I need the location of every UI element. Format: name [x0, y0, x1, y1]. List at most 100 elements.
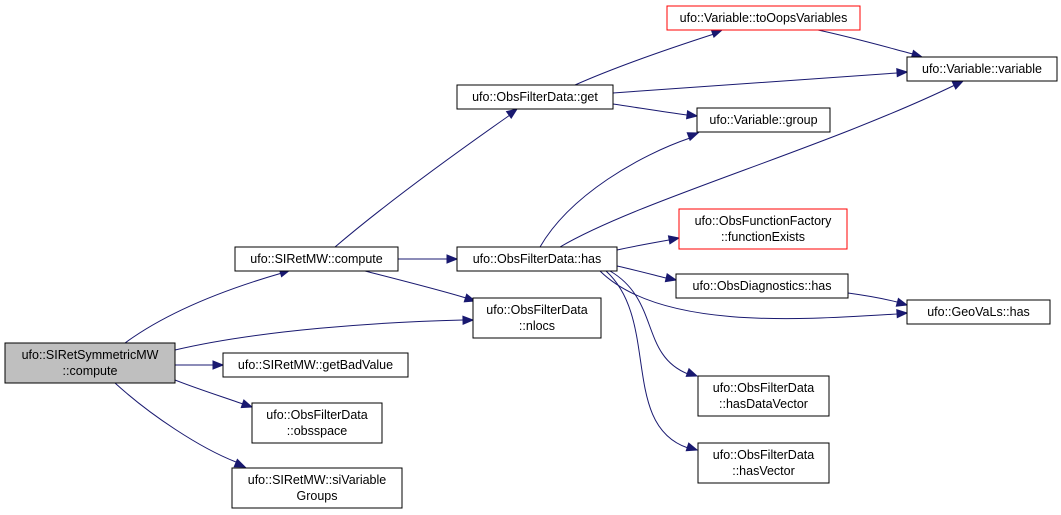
node-box[interactable] [251, 402, 383, 444]
node-box[interactable] [678, 208, 848, 250]
arrowhead-icon [233, 458, 247, 468]
edge-line [817, 29, 914, 55]
edge-root-to-nlocs [174, 315, 475, 351]
node-box[interactable] [456, 246, 618, 272]
node-label: ::obsspace [287, 424, 348, 438]
node-has[interactable]: ufo::ObsFilterData::has [456, 246, 618, 272]
edge-has-to-hasdv [609, 270, 699, 377]
node-hasvec[interactable]: ufo::ObsFilterData::hasVector [697, 442, 830, 484]
edge-root-to-getbad [175, 360, 225, 370]
node-geovals[interactable]: ufo::GeoVaLs::has [906, 299, 1051, 325]
node-box[interactable] [4, 342, 176, 384]
node-group[interactable]: ufo::Variable::group [696, 107, 831, 133]
arrowhead-icon [686, 132, 700, 142]
edge-get-to-group [612, 103, 699, 120]
edge-has-to-geovals [599, 270, 909, 320]
node-box[interactable] [697, 375, 830, 417]
node-diaghas[interactable]: ufo::ObsDiagnostics::has [675, 273, 849, 299]
edges-layer [114, 29, 965, 468]
arrowhead-icon [896, 308, 909, 319]
node-label: ufo::ObsFilterData [713, 381, 814, 395]
node-funcexists[interactable]: ufo::ObsFunctionFactory::functionExists [678, 208, 848, 250]
nodes-layer: ufo::SIRetSymmetricMW::computeufo::SIRet… [4, 5, 1058, 509]
edge-line [334, 114, 511, 248]
node-label: ::hasDataVector [719, 397, 808, 411]
edge-line [174, 319, 464, 351]
node-compute[interactable]: ufo::SIRetMW::compute [234, 246, 399, 272]
node-box[interactable] [906, 299, 1051, 325]
node-label: ufo::SIRetMW::compute [250, 252, 383, 266]
edge-get-to-tooops [574, 29, 724, 86]
node-label: ufo::ObsDiagnostics::has [693, 279, 832, 293]
node-box[interactable] [222, 352, 409, 378]
edge-root-to-compute [124, 268, 292, 344]
arrowhead-icon [667, 235, 681, 245]
node-nlocs[interactable]: ufo::ObsFilterData::nlocs [472, 297, 602, 339]
arrowhead-icon [685, 109, 699, 120]
node-label: ufo::Variable::variable [922, 62, 1042, 76]
edge-compute-to-nlocs [364, 270, 477, 303]
edge-line [612, 103, 688, 116]
node-label: ufo::ObsFilterData [266, 408, 367, 422]
edge-compute-to-has [398, 254, 459, 264]
node-label: ::nlocs [519, 319, 555, 333]
node-label: ::functionExists [721, 230, 805, 244]
node-label: ::compute [63, 364, 118, 378]
node-getbad[interactable]: ufo::SIRetMW::getBadValue [222, 352, 409, 378]
edge-line [599, 270, 898, 320]
arrowhead-icon [685, 442, 699, 452]
arrowhead-icon [664, 273, 678, 283]
edge-root-to-obsspace [174, 379, 254, 409]
node-label: ufo::SIRetMW::getBadValue [238, 358, 393, 372]
edge-has-to-diaghas [616, 265, 678, 283]
arrowhead-icon [463, 293, 477, 303]
node-box[interactable] [666, 5, 861, 31]
edge-line [559, 84, 956, 248]
node-box[interactable] [697, 442, 830, 484]
arrowhead-icon [446, 254, 459, 264]
edge-line [364, 270, 467, 299]
node-hasdv[interactable]: ufo::ObsFilterData::hasDataVector [697, 375, 830, 417]
node-box[interactable] [675, 273, 849, 299]
node-label: ufo::SIRetMW::siVariable [248, 473, 387, 487]
edge-tooops-to-variable [817, 29, 924, 59]
node-box[interactable] [472, 297, 602, 339]
edge-get-to-variable [612, 67, 909, 94]
node-tooops[interactable]: ufo::Variable::toOopsVariables [666, 5, 861, 31]
arrowhead-icon [462, 315, 475, 325]
node-label: Groups [297, 489, 338, 503]
edge-diaghas-to-geovals [847, 292, 909, 307]
node-obsspace[interactable]: ufo::ObsFilterData::obsspace [251, 402, 383, 444]
node-label: ufo::ObsFunctionFactory [695, 214, 833, 228]
node-get[interactable]: ufo::ObsFilterData::get [456, 84, 614, 110]
edge-line [114, 382, 237, 463]
node-label: ufo::GeoVaLs::has [927, 305, 1030, 319]
node-box[interactable] [696, 107, 831, 133]
node-box[interactable] [234, 246, 399, 272]
edge-has-to-group [539, 132, 700, 248]
edge-has-to-funcexists [616, 235, 681, 251]
edge-line [609, 270, 689, 375]
arrowhead-icon [685, 367, 699, 377]
edge-compute-to-get [334, 108, 519, 248]
edge-line [124, 272, 283, 344]
edge-line [616, 265, 667, 279]
arrowhead-icon [240, 399, 254, 409]
arrowhead-icon [505, 108, 519, 119]
node-label: ufo::ObsFilterData [713, 448, 814, 462]
edge-has-to-hasvec [605, 270, 699, 452]
edge-line [174, 379, 244, 405]
arrowhead-icon [895, 297, 909, 307]
edge-line [539, 137, 691, 248]
edge-line [847, 292, 898, 303]
node-label: ufo::Variable::group [709, 113, 817, 127]
node-variable[interactable]: ufo::Variable::variable [906, 56, 1058, 82]
edge-root-to-sivar [114, 382, 247, 468]
node-box[interactable] [456, 84, 614, 110]
edge-line [605, 270, 689, 449]
node-label: ::hasVector [732, 464, 795, 478]
node-root[interactable]: ufo::SIRetSymmetricMW::compute [4, 342, 176, 384]
node-box[interactable] [231, 467, 403, 509]
node-box[interactable] [906, 56, 1058, 82]
